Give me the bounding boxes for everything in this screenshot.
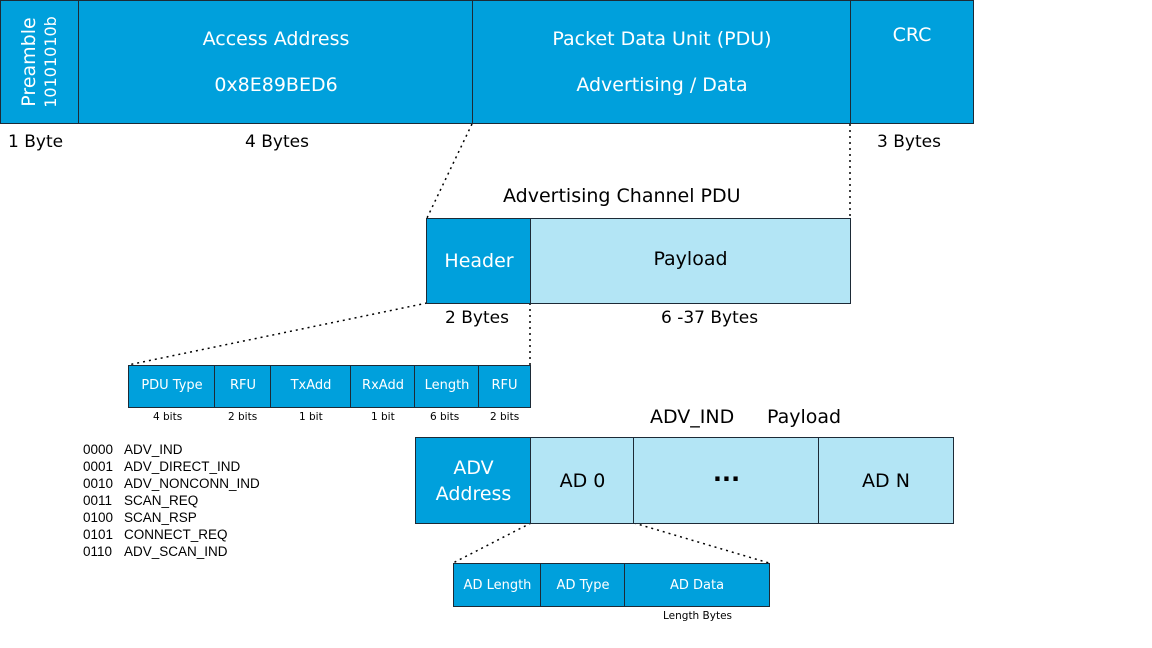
crc-size: 3 Bytes	[877, 132, 941, 152]
pdu-type-code: 0011	[83, 493, 113, 508]
pdu-box: Packet Data Unit (PDU) Advertising / Dat…	[472, 0, 852, 124]
pdu-type-row: 0100 SCAN_RSP	[83, 509, 260, 526]
adv-address-box: ADV Address	[415, 437, 532, 524]
ad-type-label: AD Type	[556, 577, 610, 593]
field-rfu-1-label: RFU	[229, 378, 257, 393]
pdu-type-code: 0110	[83, 544, 113, 559]
ad-data-label: AD Data	[669, 577, 725, 593]
ad-data-box: AD Data	[624, 563, 770, 607]
field-rfu-2: RFU	[478, 365, 531, 408]
ad0-label: AD 0	[559, 469, 606, 492]
pdu-type-row: 0001 ADV_DIRECT_IND	[83, 458, 260, 475]
pdu-type-code: 0001	[83, 459, 114, 474]
field-rfu-1-bits: 2 bits	[228, 411, 258, 423]
preamble-label: Preamble	[18, 17, 40, 107]
ad-length-box: AD Length	[453, 563, 542, 607]
pdu-type-name: SCAN_RSP	[124, 510, 197, 525]
connector-ad0-right	[633, 522, 770, 564]
pdu-type-row: 0101 CONNECT_REQ	[83, 526, 260, 543]
access-address-label: Access Address	[202, 28, 350, 50]
access-address-size: 4 Bytes	[245, 132, 309, 152]
adv-address-line2: Address	[435, 482, 512, 505]
pdu-type-name: CONNECT_REQ	[124, 527, 228, 542]
field-length: Length	[414, 365, 480, 408]
adv-address-line1: ADV	[453, 456, 494, 479]
adv-pdu-title: Advertising Channel PDU	[503, 185, 741, 207]
payload-box: Payload	[530, 218, 851, 304]
field-txadd-bits: 1 bit	[299, 411, 323, 423]
field-length-label: Length	[424, 378, 470, 393]
header-label: Header	[444, 250, 514, 272]
adv-ind-payload-title: Payload	[767, 406, 842, 428]
crc-label: CRC	[892, 24, 932, 46]
adn-box: AD N	[818, 437, 954, 524]
ad-ellipsis-box: ···	[633, 437, 820, 524]
field-rfu-2-bits: 2 bits	[490, 411, 520, 423]
pdu-type-table: 0000 ADV_IND 0001 ADV_DIRECT_IND 0010 ADV_N…	[83, 441, 260, 560]
field-rxadd-bits: 1 bit	[371, 411, 395, 423]
header-box: Header	[426, 218, 532, 304]
preamble-text: Preamble 10101010b	[18, 16, 62, 108]
field-txadd-label: TxAdd	[290, 378, 332, 393]
pdu-type-code: 0010	[83, 476, 114, 491]
ad-data-size: Length Bytes	[663, 610, 733, 622]
pdu-type-code: 0101	[83, 527, 114, 542]
connector-ad0-left	[452, 522, 532, 564]
access-address-value: 0x8E89BED6	[214, 74, 338, 96]
field-txadd: TxAdd	[270, 365, 352, 408]
pdu-type-name: ADV_IND	[124, 442, 183, 457]
payload-size: 6 -37 Bytes	[661, 308, 759, 328]
pdu-type-name: ADV_NONCONN_IND	[124, 476, 260, 491]
adn-label: AD N	[862, 469, 910, 492]
ad-ellipsis: ···	[712, 464, 741, 493]
crc-box: CRC	[850, 0, 974, 124]
pdu-type-row: 0010 ADV_NONCONN_IND	[83, 475, 260, 492]
pdu-sublabel: Advertising / Data	[576, 74, 748, 96]
preamble-size: 1 Byte	[8, 132, 64, 152]
adv-ind-title: ADV_IND	[650, 406, 735, 428]
pdu-type-row: 0011 SCAN_REQ	[83, 492, 260, 509]
pdu-type-name: ADV_DIRECT_IND	[124, 459, 241, 474]
payload-label: Payload	[653, 248, 728, 270]
header-size: 2 Bytes	[445, 308, 509, 328]
pdu-label: Packet Data Unit (PDU)	[552, 28, 772, 50]
ad0-box: AD 0	[530, 437, 635, 524]
ad-length-label: AD Length	[463, 577, 532, 593]
ad-type-box: AD Type	[540, 563, 626, 607]
preamble-box: Preamble 10101010b	[0, 0, 80, 124]
field-length-bits: 6 bits	[430, 411, 460, 423]
field-rfu-1: RFU	[214, 365, 272, 408]
pdu-type-name: ADV_SCAN_IND	[124, 544, 228, 559]
access-address-box: Access Address 0x8E89BED6	[78, 0, 474, 124]
field-pdu-type: PDU Type	[128, 365, 216, 408]
field-pdu-type-bits: 4 bits	[153, 411, 183, 423]
connector-header-left	[127, 302, 428, 366]
field-rxadd: RxAdd	[350, 365, 416, 408]
field-rxadd-label: RxAdd	[362, 378, 404, 393]
pdu-type-row: 0110 ADV_SCAN_IND	[83, 543, 260, 560]
connector-pdu-left	[426, 123, 473, 219]
pdu-type-row: 0000 ADV_IND	[83, 441, 260, 458]
pdu-type-code: 0000	[83, 442, 114, 457]
preamble-value: 10101010b	[41, 16, 60, 108]
pdu-type-code: 0100	[83, 510, 114, 525]
pdu-type-name: SCAN_REQ	[124, 493, 199, 508]
field-rfu-2-label: RFU	[491, 378, 518, 393]
field-pdu-type-label: PDU Type	[141, 378, 203, 393]
